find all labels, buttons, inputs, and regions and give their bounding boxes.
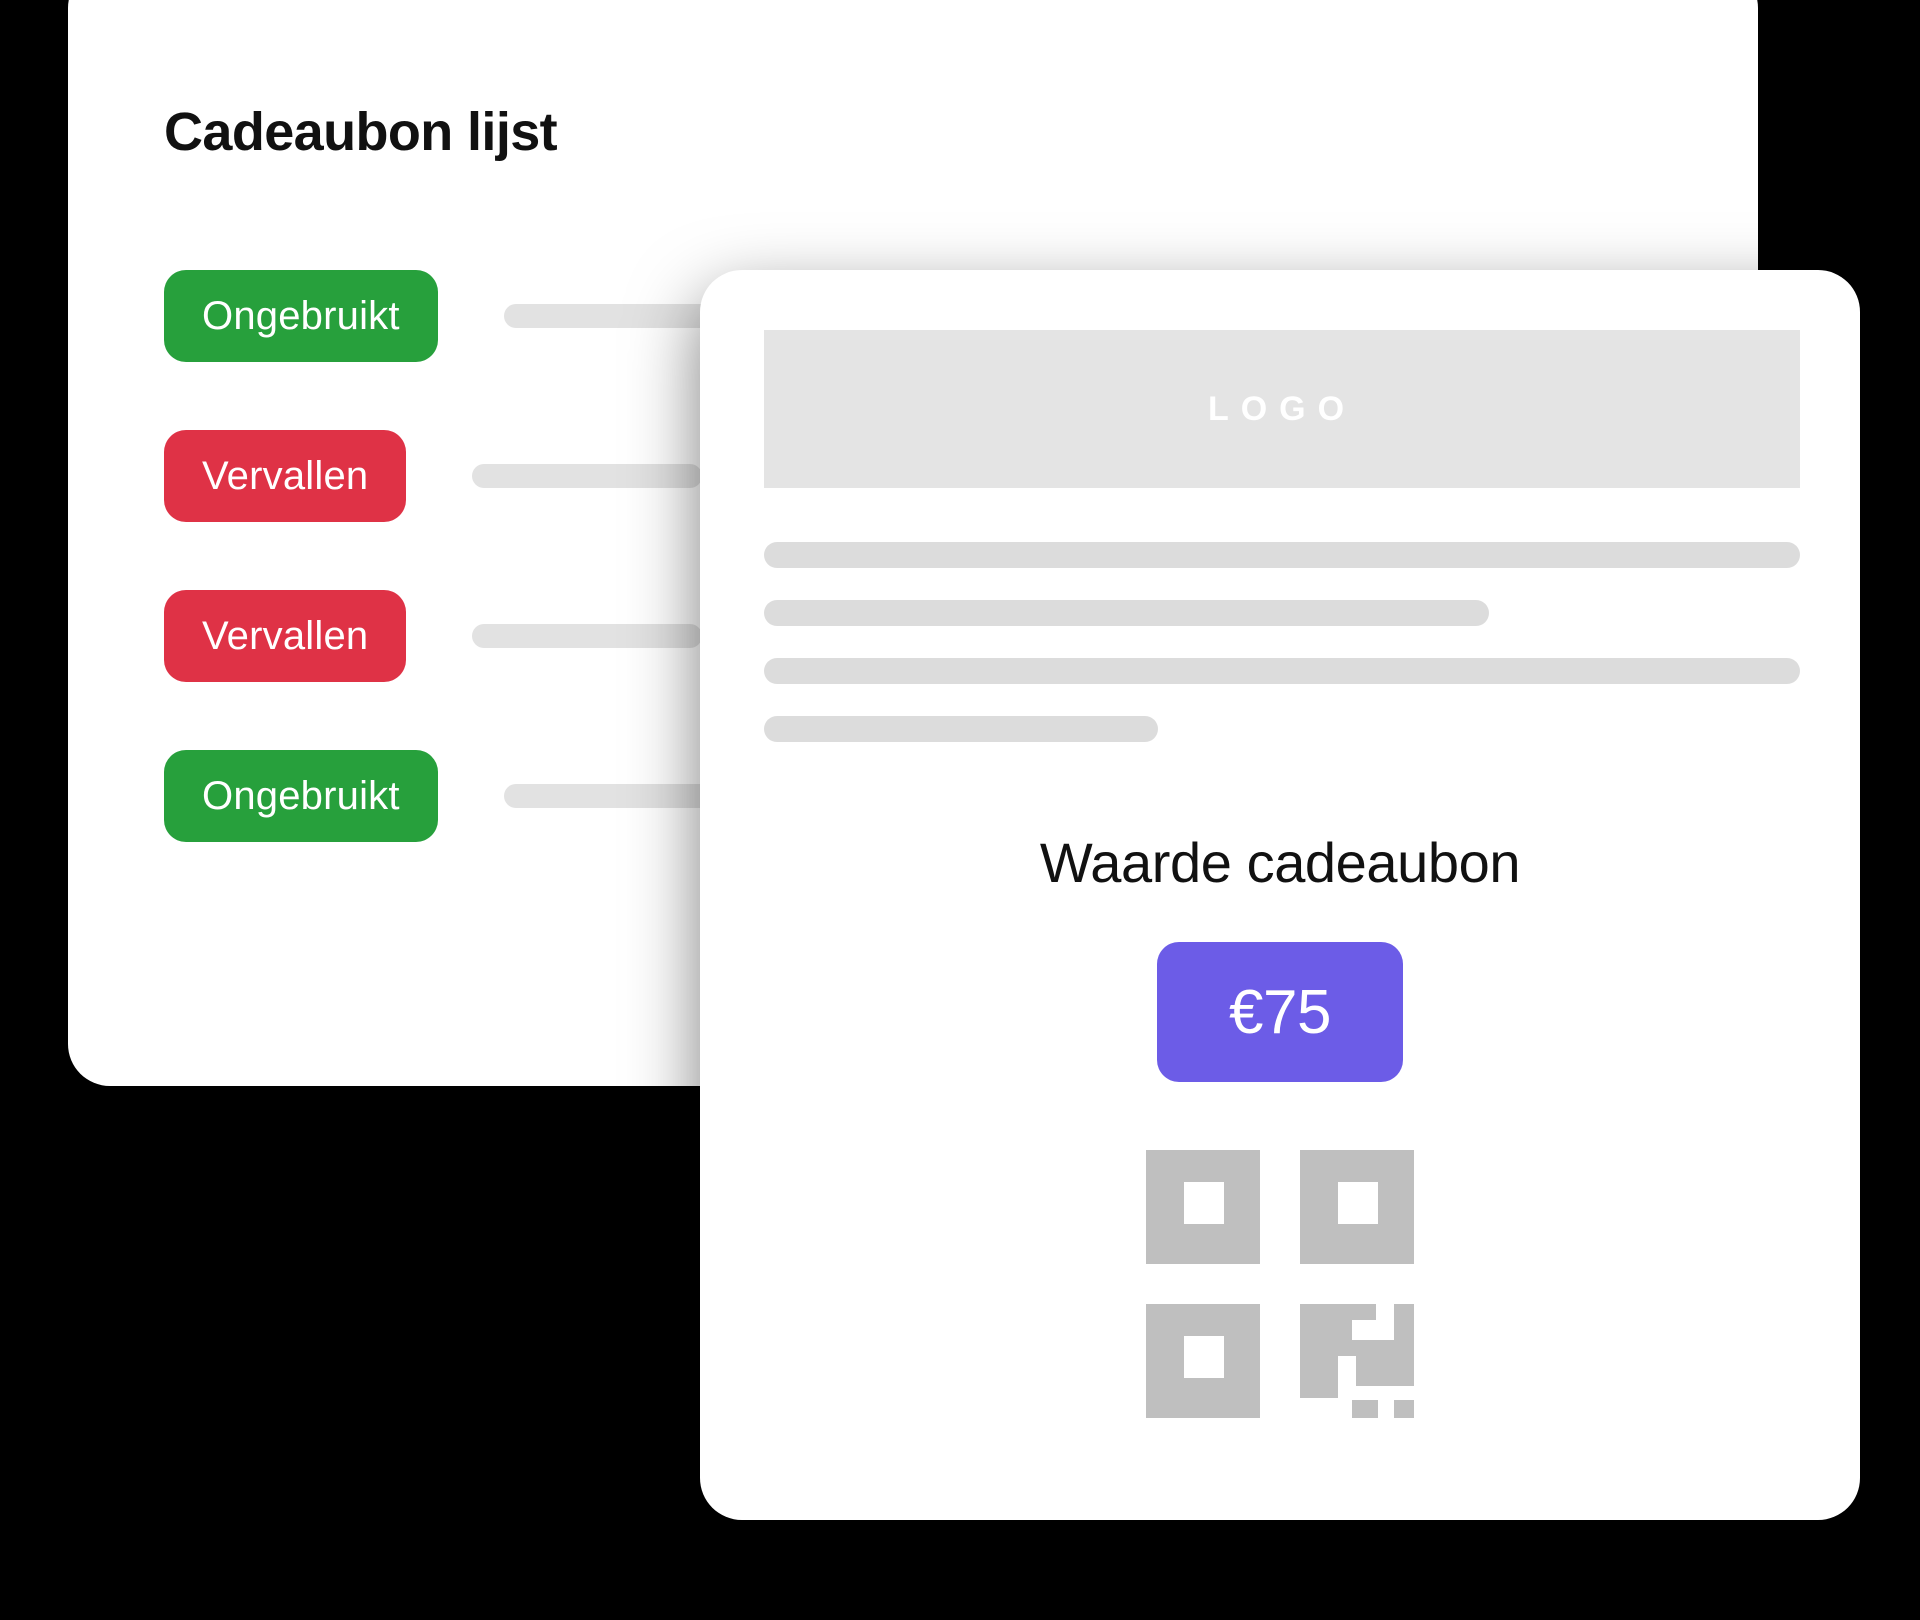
status-badge-expired[interactable]: Vervallen [164, 590, 407, 682]
row-placeholder-bar [503, 784, 734, 808]
qr-finder-top-right [1300, 1150, 1414, 1264]
row-placeholder-bar [503, 304, 734, 328]
row-placeholder-bar [472, 624, 703, 648]
qr-module [1352, 1304, 1376, 1320]
qr-finder-top-left [1146, 1150, 1260, 1264]
skeleton-line [764, 658, 1800, 684]
list-item[interactable]: Vervallen [164, 426, 1564, 526]
qr-finder-bottom-left [1146, 1304, 1260, 1418]
logo-placeholder-label: LOGO [1207, 389, 1357, 428]
status-badge-expired[interactable]: Vervallen [164, 430, 407, 522]
page-title: Cadeaubon lijst [164, 102, 558, 162]
qr-module [1356, 1356, 1414, 1386]
skeleton-line [764, 542, 1800, 568]
list-item[interactable]: Ongebruikt [164, 746, 1564, 846]
row-placeholder-bar [472, 464, 703, 488]
qr-code[interactable] [1146, 1150, 1414, 1418]
qr-data-block [1300, 1304, 1414, 1418]
status-badge-unused[interactable]: Ongebruikt [164, 270, 438, 362]
value-heading: Waarde cadeaubon [1039, 831, 1521, 894]
list-item[interactable]: Vervallen [164, 586, 1564, 686]
qr-module [1300, 1356, 1338, 1398]
skeleton-line [764, 600, 1490, 626]
qr-module [1300, 1304, 1352, 1356]
qr-module [1352, 1400, 1378, 1418]
qr-finder-center [1338, 1182, 1378, 1224]
value-badge: €75 [1157, 942, 1403, 1082]
text-skeleton-group [764, 542, 1800, 774]
logo-placeholder: LOGO [764, 330, 1800, 488]
qr-module [1394, 1400, 1414, 1418]
status-badge-unused[interactable]: Ongebruikt [164, 750, 438, 842]
qr-finder-center [1184, 1336, 1224, 1378]
skeleton-line [764, 716, 1158, 742]
gift-card-detail-card: LOGO Waarde cadeaubon €75 [700, 270, 1860, 1520]
gift-card-list: Ongebruikt Vervallen Vervallen Ongebruik… [164, 266, 1564, 906]
qr-module [1352, 1340, 1414, 1356]
qr-finder-center [1184, 1182, 1224, 1224]
value-amount-label: €75 [1229, 977, 1331, 1047]
list-item[interactable]: Ongebruikt [164, 266, 1564, 366]
